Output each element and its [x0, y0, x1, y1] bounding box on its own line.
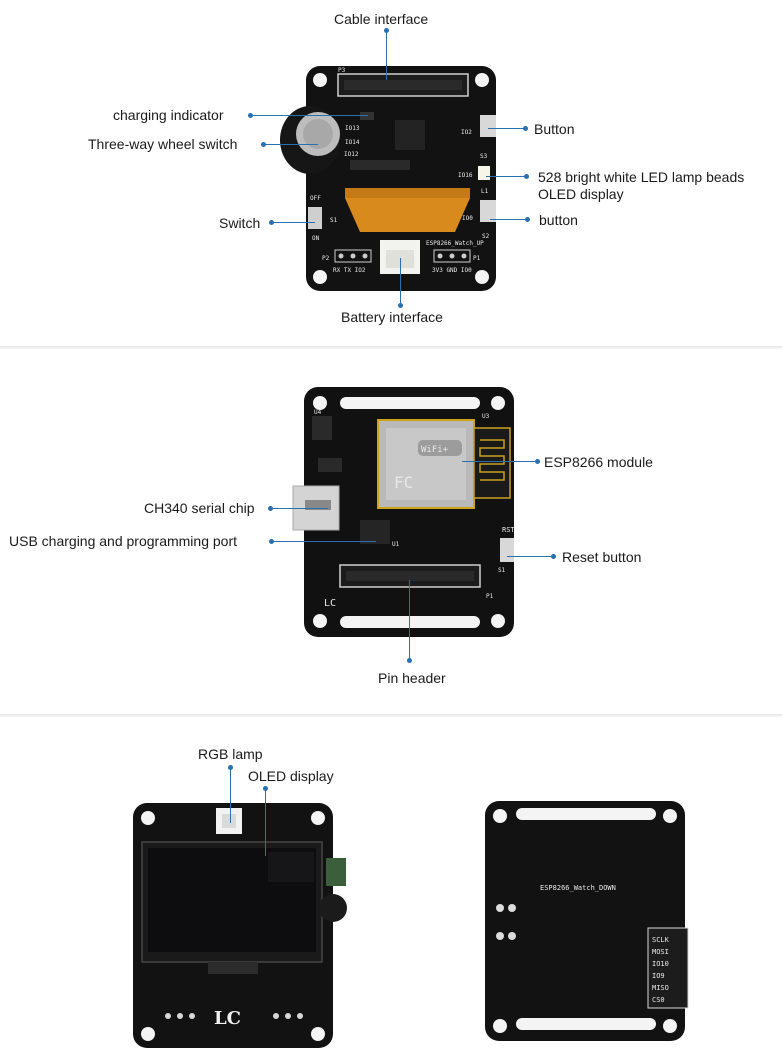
silk-s1: S1 — [498, 567, 506, 574]
silk-u1: U1 — [392, 541, 400, 548]
label-esp-module: ESP8266 module — [544, 454, 653, 470]
separator-2 — [0, 714, 782, 717]
leader-ch340 — [270, 508, 328, 509]
silk-lc-bottom: LC — [214, 1008, 241, 1029]
silk-p1: P1 — [473, 255, 481, 262]
leader-wheel-switch — [263, 144, 318, 145]
silk-u3: U3 — [482, 413, 490, 420]
silk-u4: U4 — [314, 409, 322, 416]
leader-switch — [271, 222, 315, 223]
label-button-lower: button — [539, 212, 578, 228]
pin-label: SCLK — [652, 936, 670, 944]
pin-label: IO9 — [652, 972, 665, 980]
middle-board-photo: WiFi+ FC RST U4 U3 U1 P1 S1 LC — [292, 387, 515, 637]
pin-label: CS0 — [652, 996, 665, 1004]
leader-esp-module — [462, 461, 536, 462]
silk-fc: FC — [394, 473, 413, 492]
silk-io12: IO12 — [344, 151, 359, 158]
silk-board-name-up: ESP8266_Watch_UP — [426, 240, 484, 247]
pin-label: MOSI — [652, 948, 669, 956]
label-wheel-switch: Three-way wheel switch — [88, 136, 238, 152]
leader-usb-port — [271, 541, 376, 542]
dot-battery-interface — [398, 303, 403, 308]
silk-s3: S3 — [480, 153, 488, 160]
leader-oled-display — [265, 788, 266, 856]
silk-io0: IO0 — [462, 215, 473, 222]
label-switch: Switch — [219, 215, 261, 231]
top-board-photo: ESP8266_Watch_UP IO2 IO16 IO0 IO13 IO14 … — [280, 66, 496, 291]
middle-section: WiFi+ FC RST U4 U3 U1 P1 S1 LC ESP8266 m… — [0, 350, 782, 712]
label-battery-interface: Battery interface — [341, 309, 443, 325]
dot-esp-module — [535, 459, 540, 464]
silk-io2: IO2 — [461, 129, 472, 136]
label-pin-header: Pin header — [378, 670, 446, 686]
dot-button-lower — [525, 217, 530, 222]
dot-led — [524, 174, 529, 179]
leader-rgb-lamp — [230, 767, 231, 823]
leader-reset-button — [507, 556, 552, 557]
label-led-line2: OLED display — [538, 186, 624, 202]
pin-label: IO10 — [652, 960, 669, 968]
silk-p1: P1 — [486, 593, 494, 600]
label-ch340: CH340 serial chip — [144, 500, 255, 516]
silk-left-header: RX TX IO2 — [333, 267, 366, 274]
pin-label: MISO — [652, 984, 669, 992]
leader-cable-interface — [386, 30, 387, 80]
silk-io16: IO16 — [458, 172, 473, 179]
label-button-upper: Button — [534, 121, 575, 137]
label-reset-button: Reset button — [562, 549, 642, 565]
dot-button-upper — [523, 126, 528, 131]
leader-button-upper — [488, 128, 524, 129]
silk-rst: RST — [502, 526, 515, 534]
silk-on: ON — [312, 235, 320, 242]
top-section: ESP8266_Watch_UP IO2 IO16 IO0 IO13 IO14 … — [0, 0, 782, 345]
leader-button-lower — [490, 219, 526, 220]
dot-pin-header — [407, 658, 412, 663]
leader-pin-header — [409, 580, 410, 660]
label-usb-port: USB charging and programming port — [9, 533, 238, 549]
silk-s2: S2 — [482, 233, 490, 240]
leader-battery-interface — [400, 258, 401, 305]
label-oled-display: OLED display — [248, 768, 334, 784]
separator-1 — [0, 346, 782, 349]
silk-right-header: 3V3 GND IO0 — [432, 267, 472, 274]
label-rgb-lamp: RGB lamp — [198, 746, 263, 762]
silk-off: OFF — [310, 195, 321, 202]
silk-p2: P2 — [322, 255, 330, 262]
leader-charging-indicator — [250, 115, 368, 116]
silk-l1: L1 — [481, 188, 489, 195]
dot-reset-button — [551, 554, 556, 559]
label-led-line1: 528 bright white LED lamp beads — [538, 169, 745, 185]
silk-wifi: WiFi+ — [421, 445, 449, 455]
label-charging-indicator: charging indicator — [113, 107, 224, 123]
silk-io14: IO14 — [345, 139, 360, 146]
silk-s1: S1 — [330, 217, 338, 224]
label-cable-interface: Cable interface — [334, 11, 429, 27]
leader-led — [486, 176, 525, 177]
silk-p3: P3 — [338, 67, 346, 74]
bottom-left-board-photo: LC — [133, 803, 347, 1048]
silk-lc: LC — [324, 598, 336, 609]
silk-board-name-down: ESP8266_Watch_DOWN — [540, 884, 616, 892]
silk-io13: IO13 — [345, 125, 360, 132]
